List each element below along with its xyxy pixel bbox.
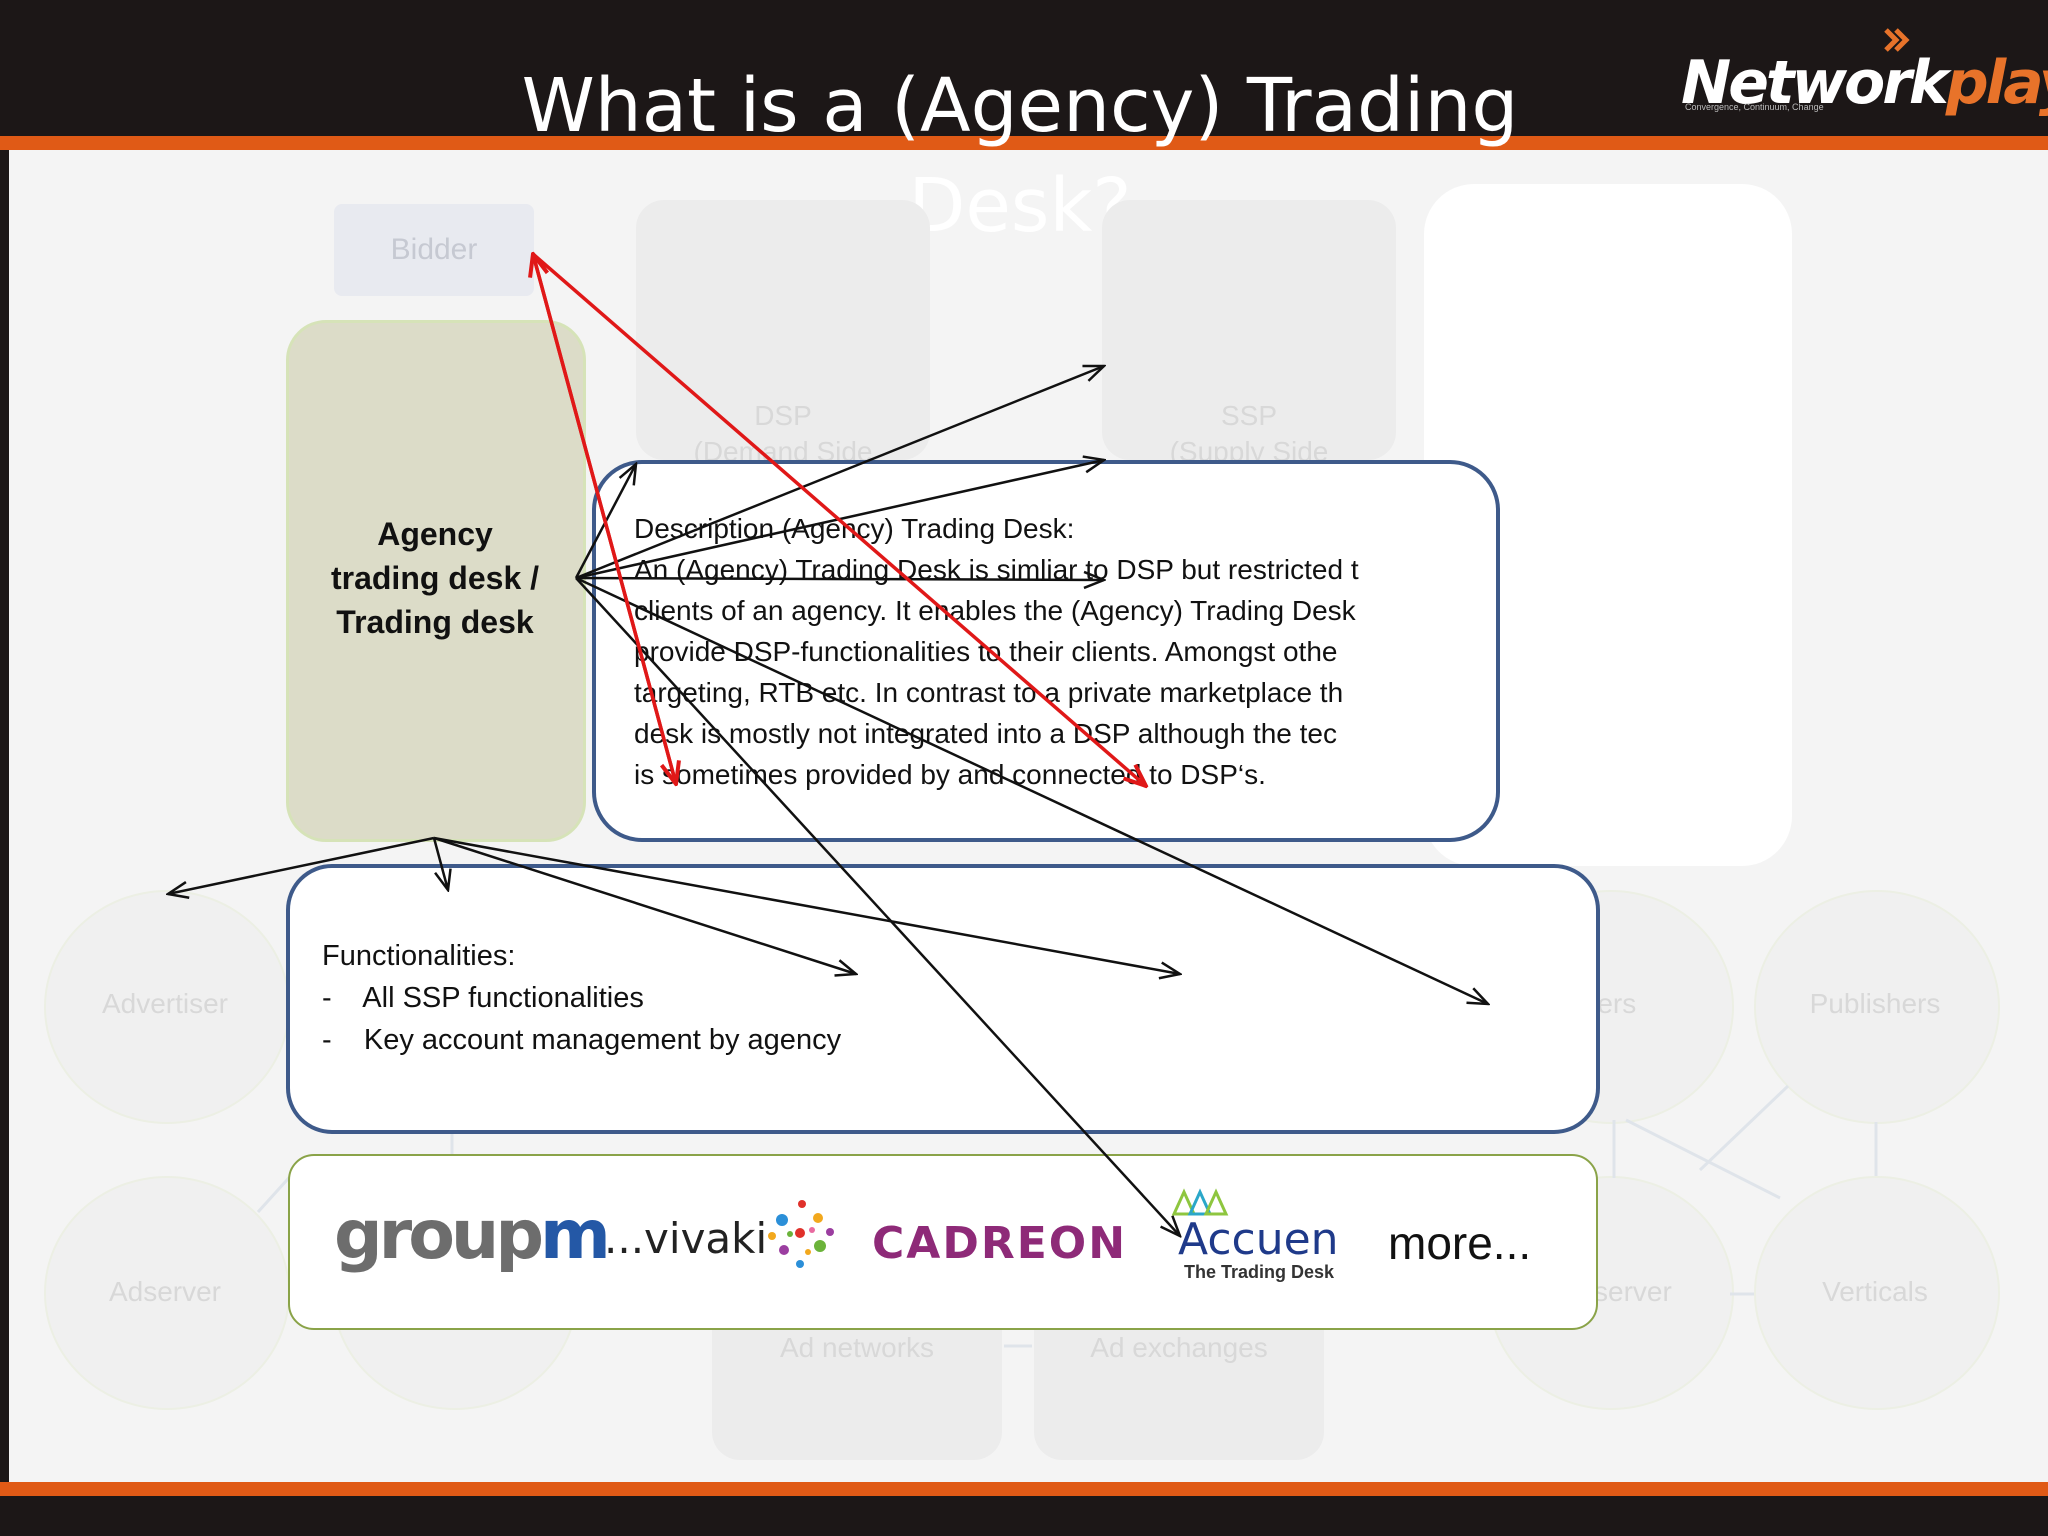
functionalities-text: Functionalities: - All SSP functionaliti… bbox=[322, 935, 841, 1061]
agency-trading-desk-box bbox=[286, 320, 586, 842]
arrow-agency-to-marketers bbox=[575, 576, 1488, 1004]
arrow-agency-to-accuen bbox=[575, 577, 1180, 1236]
dsp-background-box bbox=[636, 200, 930, 460]
bidder-box: Bidder bbox=[334, 204, 534, 296]
agency-label-line2: trading desk / bbox=[330, 560, 540, 596]
agency-label-line1: Agency bbox=[377, 516, 493, 552]
arrow-hub-to-ad-exchanges bbox=[433, 836, 1180, 974]
description-box bbox=[592, 460, 1500, 842]
footer-stripe bbox=[0, 1482, 2048, 1496]
dsp-label: DSP bbox=[754, 400, 812, 431]
description-line: provide DSP-functionalities to their cli… bbox=[634, 636, 1338, 667]
arrow-agency-to-desc-mid bbox=[575, 578, 1104, 580]
arrow-hub-to-advertiser bbox=[168, 836, 435, 894]
accuen-triangles-icon bbox=[1171, 1188, 1229, 1216]
networkplay-logo: Networkplay Convergence, Continuum, Chan… bbox=[1675, 28, 2048, 130]
vivaki-logo: ...vivaki bbox=[604, 1214, 768, 1263]
left-edge bbox=[0, 150, 9, 1536]
advertiser-label: Advertiser bbox=[101, 988, 229, 1019]
footer-bar bbox=[0, 1496, 2048, 1536]
description-heading: Description (Agency) Trading Desk: bbox=[634, 513, 1075, 544]
ssp-background-box bbox=[1102, 200, 1396, 460]
description-text: Description (Agency) Trading Desk: An (A… bbox=[634, 508, 1424, 808]
description-line: desk is mostly not integrated into a DSP… bbox=[634, 718, 1338, 749]
publishers-label: Publishers bbox=[1809, 988, 1941, 1019]
accuen-logo: Accuen bbox=[1178, 1214, 1339, 1265]
description-line: is sometimes provided by and connected t… bbox=[634, 759, 1266, 790]
groupm-logo-text: group bbox=[334, 1196, 544, 1275]
adserver-left-circle bbox=[44, 1176, 290, 1410]
publishers-circle bbox=[1754, 890, 2000, 1124]
description-line: targeting, RTB etc. In contrast to a pri… bbox=[634, 677, 1344, 708]
logo-brand-white: Network bbox=[1681, 48, 1949, 118]
chevron-logo-icon bbox=[1884, 28, 1910, 52]
arrow-hub-to-ad-networks bbox=[433, 836, 856, 974]
verticals-label: Verticals bbox=[1822, 1276, 1928, 1307]
ad-networks-label: Ad networks bbox=[779, 1332, 935, 1363]
red-arrow-desc-left-to-bidder bbox=[533, 254, 678, 785]
slide-title: What is a (Agency) Trading Desk? bbox=[521, 63, 1519, 249]
groupm-logo-m: m bbox=[540, 1196, 611, 1275]
logo-brand-orange: play bbox=[1945, 48, 2048, 118]
accuen-subtitle: The Trading Desk bbox=[1184, 1262, 1335, 1282]
functionalities-heading: Functionalities: bbox=[322, 940, 516, 972]
arrow-hub-to-adserver bbox=[432, 837, 448, 890]
functionality-item: - Key account management by agency bbox=[322, 1024, 842, 1056]
more-label: more... bbox=[1388, 1217, 1532, 1269]
logo-wordmark: Networkplay bbox=[1681, 48, 2048, 118]
description-line: clients of an agency. It enables the (Ag… bbox=[634, 595, 1356, 626]
logo-tagline: Convergence, Continuum, Change bbox=[1685, 102, 1824, 112]
adserver-right-label: server bbox=[1594, 1276, 1672, 1307]
functionalities-box bbox=[286, 864, 1600, 1134]
verticals-circle bbox=[1754, 1176, 2000, 1410]
vivaki-burst-icon bbox=[768, 1200, 834, 1268]
cadreon-logo: CADREON bbox=[872, 1218, 1128, 1269]
header-stripe bbox=[0, 136, 2048, 150]
groupm-logo: groupm bbox=[334, 1196, 611, 1275]
agency-trading-desk-label: Agency trading desk / Trading desk bbox=[290, 512, 580, 644]
agency-label-line3: Trading desk bbox=[336, 604, 534, 640]
examples-box bbox=[288, 1154, 1598, 1330]
ad-exchanges-label: Ad exchanges bbox=[1090, 1332, 1268, 1363]
arrow-agency-to-dsp bbox=[575, 366, 1104, 580]
header-bar bbox=[0, 0, 2048, 136]
adserver-left-label: Adserver bbox=[108, 1276, 222, 1307]
functionality-item: - All SSP functionalities bbox=[322, 982, 644, 1014]
red-arrow-bidder-to-desc-right bbox=[531, 252, 1146, 786]
ssp-label: SSP bbox=[1220, 400, 1278, 431]
